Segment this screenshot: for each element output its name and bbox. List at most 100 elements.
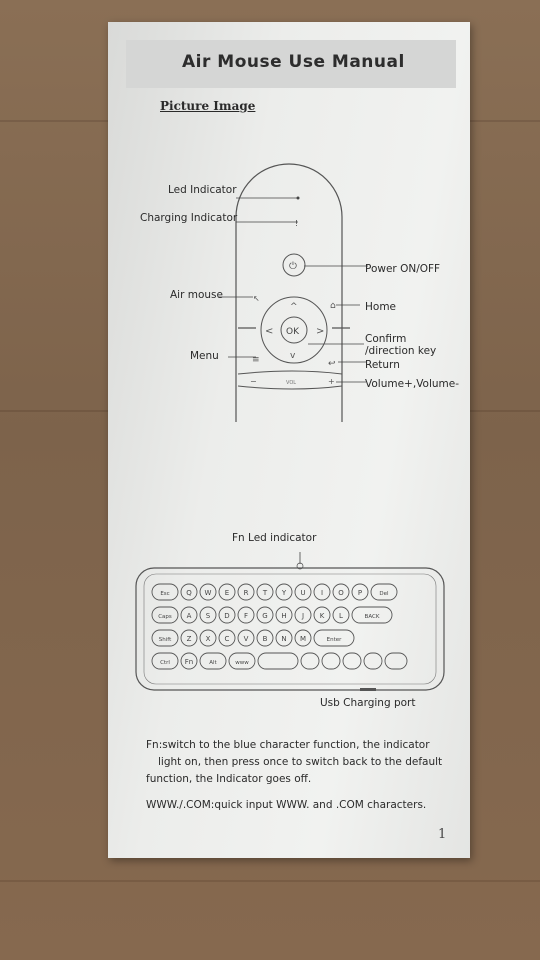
keyboard-key-label: P xyxy=(358,589,362,597)
keyboard-key-label: Alt xyxy=(209,660,217,666)
fn-note-line-1: Fn:switch to the blue character function… xyxy=(146,739,430,751)
keyboard-key xyxy=(363,652,383,670)
section-heading: Picture Image xyxy=(160,99,256,113)
keyboard-key xyxy=(351,583,369,601)
keyboard-key-label: Z xyxy=(187,635,192,643)
label-direction-key: /direction key xyxy=(365,345,437,357)
keyboard-key xyxy=(313,606,331,624)
label-return: Return xyxy=(365,359,400,371)
svg-text:>: > xyxy=(316,326,324,337)
keyboard-key-label: T xyxy=(262,589,268,597)
svg-text:!: ! xyxy=(295,219,298,228)
keyboard-key-label: B xyxy=(263,635,268,643)
keyboard-key xyxy=(300,652,320,670)
keyboard-key-label: H xyxy=(281,612,286,620)
keyboard-key-label: L xyxy=(339,612,343,620)
keyboard-key-label: X xyxy=(206,635,211,643)
fn-note-line-3: function, the Indicator goes off. xyxy=(146,773,312,785)
label-led-indicator: Led Indicator xyxy=(168,184,237,196)
keyboard-key-label: Caps xyxy=(158,614,172,620)
keyboard-key xyxy=(332,583,350,601)
keyboard-key xyxy=(294,606,312,624)
remote-diagram: ! ⏻ ↖ ⌂ OK ^ v < > ≡ ↩ − + VOL xyxy=(218,163,368,422)
keyboard-key xyxy=(294,583,312,601)
power-button xyxy=(282,253,306,277)
svg-text:−: − xyxy=(250,377,257,386)
keyboard-key-label: Q xyxy=(186,589,192,597)
keyboard-key xyxy=(384,652,408,670)
keyboard-key-label: Enter xyxy=(327,637,343,643)
keyboard-key xyxy=(257,652,299,670)
keyboard-key xyxy=(237,629,255,647)
keyboard-key-label: Shift xyxy=(159,637,172,643)
keyboard-key xyxy=(151,629,179,647)
svg-text:^: ^ xyxy=(290,302,298,312)
keyboard-key xyxy=(180,629,198,647)
dpad-ring xyxy=(260,296,328,364)
keyboard-key xyxy=(228,652,256,670)
keyboard-key-label: J xyxy=(301,612,304,620)
keyboard-key-label: G xyxy=(262,612,267,620)
keyboard-key xyxy=(275,583,293,601)
power-icon: ⏻ xyxy=(289,261,297,272)
www-note: WWW./.COM:quick input WWW. and .COM char… xyxy=(146,799,427,811)
keyboard-key xyxy=(180,606,198,624)
keyboard-key xyxy=(321,652,341,670)
keyboard-key-label: U xyxy=(300,589,305,597)
keyboard-key xyxy=(151,606,179,624)
keyboard-key xyxy=(199,652,227,670)
keyboard-key-label: D xyxy=(224,612,229,620)
svg-text:↩: ↩ xyxy=(328,359,336,369)
fn-note-line-2: light on, then press once to switch back… xyxy=(158,756,443,768)
keyboard-key-label: E xyxy=(225,589,229,597)
keyboard-key-label: W xyxy=(205,589,212,597)
keyboard-key xyxy=(351,606,393,624)
keyboard-key-label: S xyxy=(206,612,211,620)
keyboard-key-label: www xyxy=(235,660,249,666)
svg-text:≡: ≡ xyxy=(252,355,260,365)
keyboard-key-label: Y xyxy=(281,589,287,597)
keyboard-key-label: I xyxy=(321,589,323,597)
ok-button xyxy=(280,316,308,344)
keyboard-key-label: A xyxy=(187,612,192,620)
keyboard-key xyxy=(294,629,312,647)
keyboard-key xyxy=(199,583,217,601)
keyboard-key xyxy=(342,652,362,670)
svg-text:+: + xyxy=(328,377,335,386)
keyboard-key-label: Esc xyxy=(160,591,169,597)
svg-text:⌂: ⌂ xyxy=(330,301,336,311)
keyboard-key-label: R xyxy=(244,589,249,597)
keyboard-key xyxy=(256,606,274,624)
keyboard-key xyxy=(313,583,331,601)
keyboard-key xyxy=(218,583,236,601)
keyboard-key xyxy=(180,583,198,601)
keyboard-key-label: K xyxy=(320,612,325,620)
keyboard-key-label: Ctrl xyxy=(160,660,170,666)
manual-title: Air Mouse Use Manual xyxy=(182,52,405,72)
label-home: Home xyxy=(365,301,397,313)
keyboard-key xyxy=(256,629,274,647)
keyboard-key xyxy=(313,629,355,647)
keyboard-key-label: V xyxy=(244,635,249,643)
keyboard-key xyxy=(275,606,293,624)
title-bar xyxy=(126,40,456,88)
ok-label: OK xyxy=(286,327,300,337)
keyboard-key-label: Fn xyxy=(185,658,193,666)
keyboard-key xyxy=(237,606,255,624)
keyboard-key xyxy=(370,583,398,601)
keyboard-key-label: C xyxy=(225,635,230,643)
page-number: 1 xyxy=(438,827,447,842)
label-volume: Volume+,Volume- xyxy=(365,378,460,390)
keyboard-key xyxy=(218,606,236,624)
label-air-mouse: Air mouse xyxy=(170,289,223,301)
label-usb-port: Usb Charging port xyxy=(320,697,416,709)
label-power: Power ON/OFF xyxy=(365,263,441,275)
keyboard-key xyxy=(237,583,255,601)
keyboard-key xyxy=(199,606,217,624)
label-charging-indicator: Charging Indicator xyxy=(140,212,238,224)
label-menu: Menu xyxy=(190,350,219,362)
label-fn-led: Fn Led indicator xyxy=(232,532,317,544)
svg-text:v: v xyxy=(290,351,296,361)
keyboard-key xyxy=(332,606,350,624)
